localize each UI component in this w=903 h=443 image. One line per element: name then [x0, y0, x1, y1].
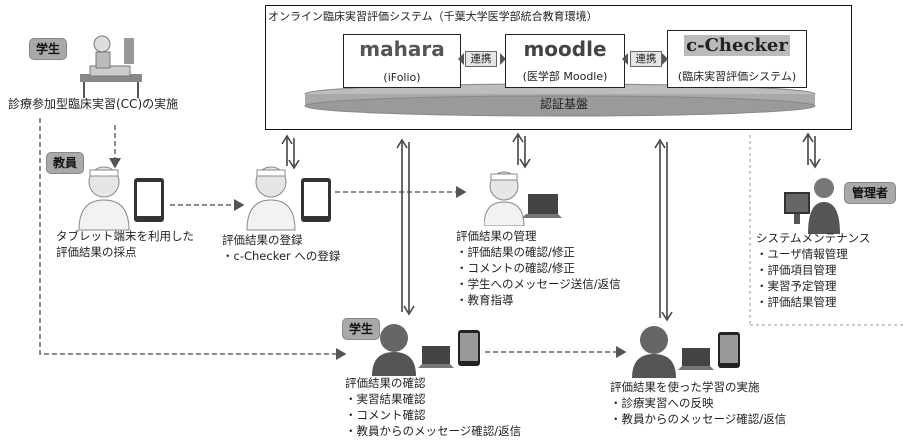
learning-item-2: ・教員からのメッセージ確認/返信	[610, 412, 787, 426]
management-item-2: ・コメントの確認/修正	[456, 261, 575, 275]
student-tag: 学生	[29, 38, 67, 60]
confirmation-title: 評価結果の確認	[345, 376, 426, 390]
management-item-3: ・学生へのメッセージ送信/返信	[456, 277, 621, 291]
cchecker-module: c-Checker (臨床実習評価システム)	[667, 30, 807, 88]
learning-title: 評価結果を使った学習の実施	[610, 380, 760, 394]
maintenance-item-1: ・ユーザ情報管理	[756, 247, 848, 261]
confirmation-item-2: ・コメント確認	[345, 408, 426, 422]
moodle-module: moodle (医学部 Moodle)	[505, 34, 625, 88]
management-laptop-icon	[484, 171, 562, 226]
link-arrow-right	[622, 53, 668, 65]
tablet-scoring-line-2: 評価結果の採点	[56, 245, 137, 259]
link-badge-1: 連携	[465, 51, 497, 67]
learning-item-1: ・診療実習への反映	[610, 396, 714, 410]
registration-tablet-icon	[246, 166, 331, 231]
mahara-logo: mahara	[359, 37, 445, 61]
management-item-1: ・評価結果の確認/修正	[456, 245, 575, 259]
platform-label: 認証基盤	[540, 97, 589, 111]
learning-devices-icon	[632, 326, 740, 378]
admin-computer-icon	[784, 178, 840, 234]
system-title: オンライン臨床実習評価システム（千葉大学医学部統合教育環境）	[268, 10, 598, 23]
cchecker-logo: c-Checker	[684, 35, 790, 56]
confirmation-item-1: ・実習結果確認	[345, 392, 426, 406]
cc-label: 診療参加型臨床実習(CC)の実施	[8, 97, 179, 111]
mahara-module: mahara (iFolio)	[343, 34, 461, 88]
cchecker-caption: (臨床実習評価システム)	[677, 70, 797, 83]
tablet-scoring-line-1: タブレット端末を利用した	[56, 229, 194, 243]
teacher-tag: 教員	[46, 152, 84, 174]
mahara-caption: (iFolio)	[383, 71, 421, 84]
maintenance-item-4: ・評価結果管理	[756, 295, 837, 309]
link-arrow-left	[458, 53, 506, 65]
maintenance-title: システムメンテナンス	[756, 231, 871, 245]
registration-item: ・c-Checker への登録	[222, 249, 341, 263]
maintenance-item-3: ・実習予定管理	[756, 279, 837, 293]
admin-tag: 管理者	[844, 182, 896, 204]
management-item-4: ・教育指導	[456, 293, 514, 307]
moodle-logo: moodle	[523, 37, 607, 61]
patient-bed-icon	[80, 35, 142, 98]
management-title: 評価結果の管理	[456, 229, 537, 243]
student-devices-icon	[372, 324, 480, 376]
student-tag-bottom: 学生	[342, 318, 380, 340]
auth-platform	[304, 83, 816, 117]
registration-title: 評価結果の登録	[222, 233, 303, 247]
maintenance-item-2: ・評価項目管理	[756, 263, 837, 277]
moodle-caption: (医学部 Moodle)	[522, 70, 608, 83]
link-badge-2: 連携	[630, 51, 662, 67]
confirmation-item-3: ・教員からのメッセージ確認/返信	[345, 424, 522, 438]
teacher-tablet-icon	[78, 166, 164, 231]
